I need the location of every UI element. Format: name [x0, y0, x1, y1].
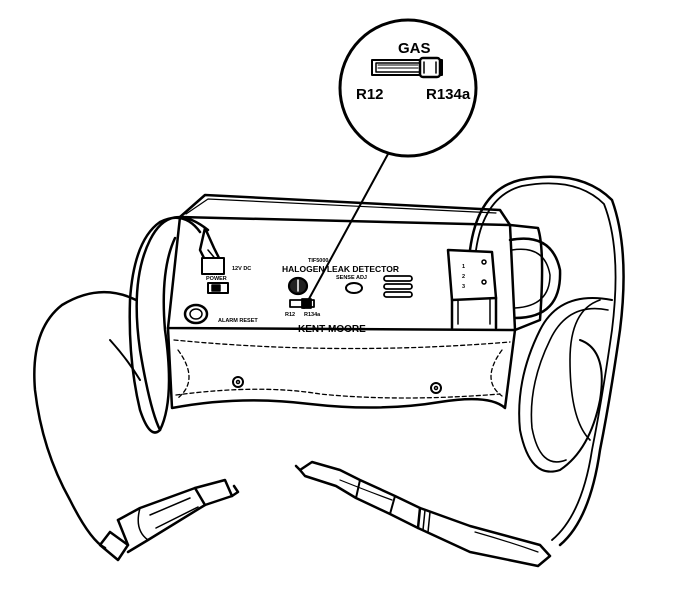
lighter-plug	[98, 478, 240, 562]
panel-gas-left-label: R12	[285, 312, 295, 318]
callout-circle	[338, 18, 478, 158]
magnifier-callout	[303, 18, 478, 309]
sensor-mark-1: 1	[462, 264, 465, 270]
probe-wand	[294, 460, 552, 568]
detector-case	[166, 193, 562, 410]
sensor-mark-2: 2	[462, 274, 465, 280]
speaker-grille	[383, 275, 413, 298]
control-panel	[183, 226, 498, 330]
gas-switch-zoomed	[371, 56, 443, 79]
callout-leader-line	[303, 153, 389, 309]
panel-gas-right-label: R134a	[304, 312, 321, 318]
callout-right-label: R134a	[426, 86, 471, 103]
panel-alarm-label: ALARM RESET	[218, 318, 258, 324]
panel-brand: KENT-MOORE	[298, 324, 366, 335]
sensor-holder	[446, 248, 498, 330]
sensor-hose	[468, 175, 625, 547]
alarm-reset-button	[183, 303, 209, 325]
panel-power-label: POWER	[206, 276, 227, 282]
indicator-lamp	[345, 282, 363, 294]
panel-model: TIF5000	[308, 258, 328, 264]
power-cord-connector	[198, 226, 225, 275]
power-cord	[33, 215, 210, 550]
callout-heading: GAS	[398, 40, 431, 57]
panel-volt-label: 12V DC	[232, 266, 251, 272]
power-switch	[207, 282, 229, 294]
sensor-mark-3: 3	[462, 284, 465, 290]
panel-sense-label: SENSE ADJ	[336, 275, 367, 281]
callout-left-label: R12	[356, 86, 384, 103]
panel-title: HALOGEN LEAK DETECTOR	[282, 264, 399, 274]
